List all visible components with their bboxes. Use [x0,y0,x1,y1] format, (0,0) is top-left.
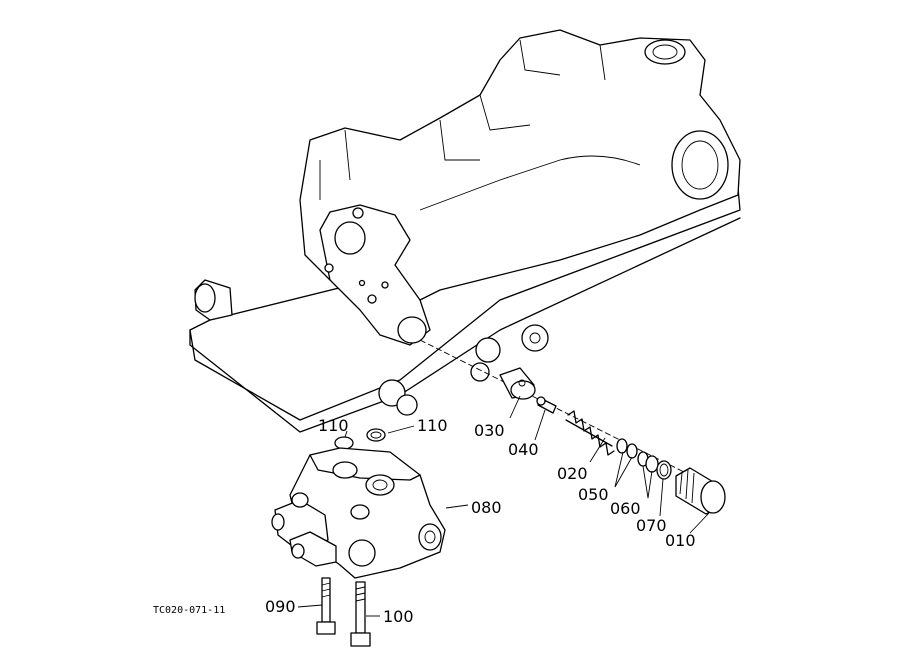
label-100: 100 [383,607,414,626]
part-060-shims [637,451,659,473]
part-100-bolt [350,581,371,647]
label-080: 080 [471,498,502,517]
part-050-shims [616,438,638,459]
label-070: 070 [636,516,667,535]
label-030: 030 [474,421,505,440]
label-010: 010 [665,531,696,550]
part-040-pin [536,396,557,414]
label-040: 040 [508,440,539,459]
label-050: 050 [578,485,609,504]
part-080-valve-body [271,447,446,579]
label-110-left: 110 [318,416,349,435]
label-060: 060 [610,499,641,518]
leader-lines [297,395,711,617]
part-030-sleeve [499,367,536,400]
part-110-o-rings [334,428,386,450]
diagram-code: TC020-071-11 [153,605,225,616]
part-090-bolt [316,577,336,635]
housing [189,29,741,433]
part-070-o-ring [656,460,672,480]
label-020: 020 [557,464,588,483]
assembly-axis-line [419,339,701,481]
part-010-plug [675,467,726,515]
part-020-spring [565,410,615,456]
label-090: 090 [265,597,296,616]
label-110-right: 110 [417,416,448,435]
